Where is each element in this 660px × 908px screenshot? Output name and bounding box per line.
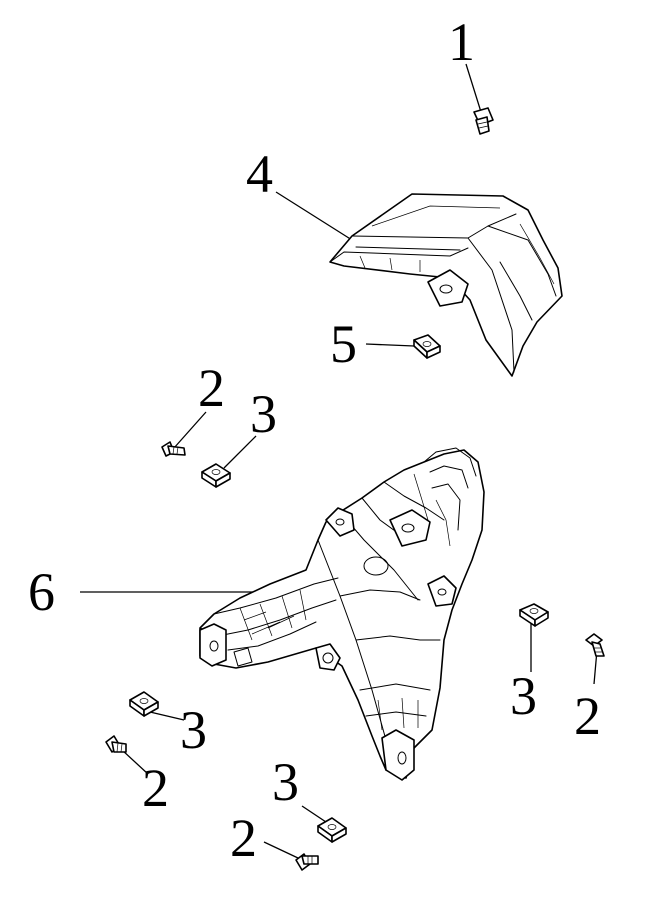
callout-3-right: 3 [510,666,537,726]
bolt-part-2-upper-left [161,411,207,457]
callout-numbers: 1 4 5 2 3 6 3 2 3 2 3 2 [28,12,601,868]
callout-3-upper-left: 3 [250,384,277,444]
callout-1: 1 [448,12,475,72]
callout-2-right: 2 [574,686,601,746]
callout-3-lower-left: 3 [180,700,207,760]
callout-6: 6 [28,562,55,622]
callout-3-bottom: 3 [272,752,299,812]
callout-2-upper-left: 2 [198,358,225,418]
callout-2-bottom: 2 [230,808,257,868]
callout-2-lower-left: 2 [142,758,169,818]
callout-5: 5 [330,314,357,374]
screw-part-1 [465,63,494,135]
clip-nut-part-3-right [519,603,549,672]
clip-nut-part-3-bottom [301,805,347,843]
bolt-part-2-right [585,633,605,685]
rear-fender-cover-part-4 [275,191,563,377]
rear-fender-bracket-part-6 [80,447,485,781]
bolt-part-2-lower-left [105,735,149,775]
clip-nut-part-5 [365,334,441,359]
callout-4: 4 [246,144,273,204]
bolt-part-2-bottom [263,841,319,871]
clip-nut-part-3-lower-left [129,691,185,721]
clip-nut-part-3-upper-left [201,435,257,488]
